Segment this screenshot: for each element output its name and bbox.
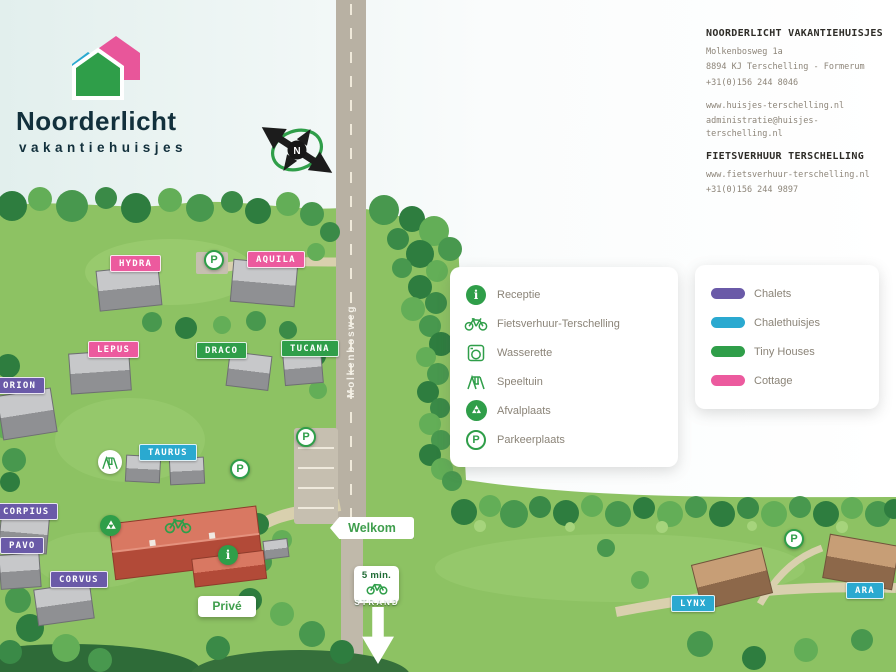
compass-icon: N: [261, 127, 333, 173]
brand-title: Noorderlicht: [16, 106, 177, 136]
contact-bike-heading: FIETSVERHUUR TERSCHELLING: [706, 150, 865, 162]
info-icon: i: [218, 545, 238, 565]
trash-icon: [465, 400, 487, 421]
bike-icon: [464, 316, 488, 331]
contact-website: www.huisjes-terschelling.nl: [706, 100, 845, 111]
house-label-tucana: TUCANA: [281, 340, 339, 357]
legend-item-tiny-houses: Tiny Houses: [711, 337, 863, 366]
legend-color-bar: [711, 346, 745, 357]
legend-color-bar: [711, 375, 745, 386]
house-types-legend: Chalets Chalethuisjes Tiny Houses Cottag…: [695, 265, 879, 409]
legend-item-chalets: Chalets: [711, 279, 863, 308]
legend-item-parkeerplaats: P Parkeerplaats: [464, 425, 664, 454]
house-label-aquila: AQUILA: [247, 251, 305, 268]
legend-color-bar: [711, 288, 745, 299]
parking-icon: P: [466, 429, 486, 450]
welcome-sign: Welkom: [330, 517, 414, 539]
bike-icon: [164, 516, 192, 539]
legend-color-bar: [711, 317, 745, 328]
parking-icon: P: [204, 250, 224, 270]
contact-address-line2: 8894 KJ Terschelling - Formerum: [706, 62, 865, 73]
beach-time-label: 5 min.: [361, 570, 392, 581]
house-label-draco: DRACO: [196, 342, 248, 359]
legend-item-speeltuin: Speeltuin: [464, 367, 664, 396]
compass-north-label: N: [293, 146, 300, 157]
bike-icon: [366, 583, 387, 595]
road-name-label: Molkenbosweg: [346, 304, 357, 398]
house-label-lepus: LEPUS: [88, 341, 140, 358]
legend-item-cottage: Cottage: [711, 366, 863, 395]
contact-bike-phone: +31(0)156 244 9897: [706, 185, 799, 196]
parking-icon: P: [296, 427, 316, 447]
parking-icon: P: [784, 529, 804, 549]
washer-icon: [464, 344, 488, 362]
house-label-pavo: PAVO: [0, 537, 45, 554]
legend-item-receptie: i Receptie: [464, 280, 664, 309]
playground-icon: [464, 374, 488, 390]
house-label-taurus: TAURUS: [139, 444, 197, 461]
legend-item-fietsverhuur: Fietsverhuur-Terschelling: [464, 309, 664, 338]
trash-icon: [100, 515, 121, 536]
private-sign: Privé: [198, 596, 256, 617]
house-label-orion: ORION: [0, 377, 46, 394]
amenities-legend: i Receptie Fietsverhuur-Terschelling Was…: [450, 267, 678, 467]
house-label-corpius: CORPIUS: [0, 503, 59, 520]
parking-icon: P: [230, 459, 250, 479]
house-label-hydra: HYDRA: [110, 255, 162, 272]
contact-phone: +31(0)156 244 8046: [706, 77, 799, 88]
beach-label: STRAND: [354, 598, 400, 607]
contact-company-heading: NOORDERLICHT VAKANTIEHUISJES: [706, 28, 883, 39]
contact-address-line1: Molkenbosweg 1a: [706, 47, 783, 57]
logo-houses-icon: [72, 36, 140, 100]
info-icon: i: [466, 284, 486, 305]
contact-block: NOORDERLICHT VAKANTIEHUISJES Molkenboswe…: [706, 28, 892, 200]
contact-email: administratie@huisjes-terschelling.nl: [706, 116, 819, 139]
contact-bike-website: www.fietsverhuur-terschelling.nl: [706, 169, 870, 180]
beach-sign: 5 min.: [354, 566, 399, 603]
house-label-ara: ARA: [846, 582, 884, 599]
house-label-corvus: CORVUS: [50, 571, 108, 588]
legend-item-afvalplaats: Afvalplaats: [464, 396, 664, 425]
legend-item-chalethuisjes: Chalethuisjes: [711, 308, 863, 337]
legend-item-wasserette: Wasserette: [464, 338, 664, 367]
house-label-lynx: LYNX: [671, 595, 716, 612]
brand-subtitle: vakantiehuisjes: [19, 140, 188, 155]
brand-logo: Noorderlicht vakantiehuisjes: [16, 34, 216, 155]
playground-icon: [98, 450, 122, 474]
